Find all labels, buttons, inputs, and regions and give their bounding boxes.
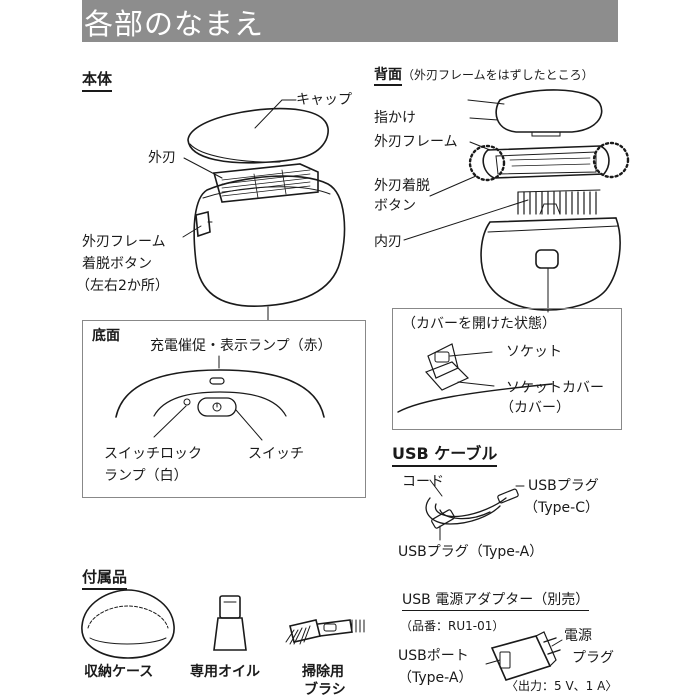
shaver-back-illustration xyxy=(403,89,630,313)
page-header: 各部のなまえ xyxy=(82,0,618,42)
oil-bottle-illustration xyxy=(213,595,247,651)
shaver-front-illustration xyxy=(182,99,346,321)
label-power-plug-1: 電源 xyxy=(564,628,592,644)
label-cap: キャップ xyxy=(296,92,352,108)
label-case: 収納ケース xyxy=(84,664,154,680)
label-brush-1: 掃除用 xyxy=(302,664,344,680)
label-outer-release-2: ボタン xyxy=(374,198,416,214)
label-plug-c-1: USBプラグ xyxy=(528,478,599,494)
adapter-part-no: （品番：RU1-01） xyxy=(400,619,505,633)
cover-heading: （カバーを開けた状態） xyxy=(402,316,556,332)
adapter-heading: USB 電源アダプター（別売） xyxy=(402,590,590,611)
label-oil: 専用オイル xyxy=(190,664,260,680)
cover-open-box xyxy=(392,308,622,430)
adapter-output: 〈出力：5 V、1 A〉 xyxy=(506,679,618,693)
label-release-button-2: 着脱ボタン xyxy=(82,256,152,272)
bottom-view-box xyxy=(82,320,366,498)
label-outer-blade: 外刃 xyxy=(148,150,176,166)
label-socket: ソケット xyxy=(506,344,562,360)
label-brush-2: ブラシ xyxy=(304,682,346,698)
label-outer-release-1: 外刃着脱 xyxy=(374,178,430,194)
page-title: 各部のなまえ xyxy=(84,7,265,41)
section-heading-body: 本体 xyxy=(82,68,113,92)
cleaning-brush-illustration xyxy=(285,619,365,645)
label-socket-cover-1: ソケットカバー xyxy=(506,380,604,396)
shaver-bottom-illustration xyxy=(115,355,325,441)
storage-case-illustration xyxy=(81,589,175,659)
label-outer-blade-frame: 外刃フレーム xyxy=(374,134,458,150)
label-inner-blade: 内刃 xyxy=(374,234,402,250)
usb-cable-illustration xyxy=(425,479,525,541)
label-cord: コード xyxy=(402,474,444,490)
label-plug-a: USBプラグ（Type-A） xyxy=(398,544,544,560)
usb-adapter-illustration xyxy=(485,631,563,681)
cover-open-illustration xyxy=(397,343,553,413)
back-heading-row: 背面（外刃フレームをはずしたところ） xyxy=(374,64,594,86)
label-usb-port-2: （Type-A） xyxy=(398,670,473,686)
label-socket-cover-2: （カバー） xyxy=(500,400,570,416)
label-plug-c-2: （Type-C） xyxy=(524,500,599,516)
label-switch-lock-2: ランプ（白） xyxy=(104,468,188,484)
section-heading-usb-cable: USB ケーブル xyxy=(392,440,498,467)
label-release-button-1: 外刃フレーム xyxy=(82,234,166,250)
label-switch: スイッチ xyxy=(248,446,304,462)
bottom-heading: 底面 xyxy=(92,328,120,344)
label-usb-port-1: USBポート xyxy=(398,648,469,664)
label-release-button-3: （左右2か所） xyxy=(76,278,169,294)
label-switch-lock-1: スイッチロック xyxy=(104,446,202,462)
label-power-plug-2: プラグ xyxy=(572,650,614,666)
section-heading-back: 背面 xyxy=(374,67,402,86)
label-finger-rest: 指かけ xyxy=(374,110,416,126)
back-heading-note: （外刃フレームをはずしたところ） xyxy=(402,68,594,82)
section-heading-accessories: 付属品 xyxy=(82,566,128,590)
label-charge-lamp: 充電催促・表示ランプ（赤） xyxy=(150,338,332,354)
